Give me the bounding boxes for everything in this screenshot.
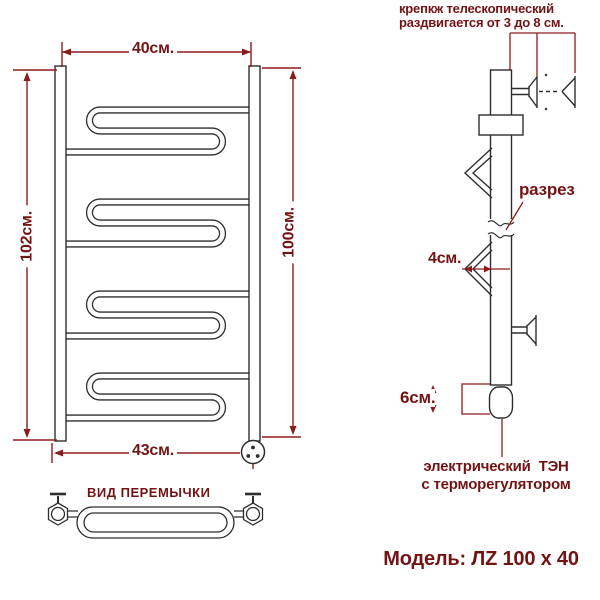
right-valve-fitting xyxy=(234,492,264,526)
pipe-break xyxy=(487,219,515,239)
heater-note-line1: электрический ТЭН xyxy=(423,458,569,475)
wall-bracket-lower xyxy=(511,315,537,346)
coil-unit xyxy=(66,372,249,422)
model-label: Модель: ЛZ 100 х 40 xyxy=(383,548,579,570)
crossbar-depth-label: 4см. xyxy=(428,250,462,268)
front-view-drawing xyxy=(54,65,266,465)
crossbar-profile-upper xyxy=(463,147,493,199)
mount-note-line2: раздвигается от 3 до 8 см. xyxy=(399,15,564,30)
heater-height-label: 6см. xyxy=(400,388,436,407)
crossbar-loop-outer xyxy=(76,506,235,539)
crossbar-view-title: ВИД ПЕРЕМЫЧКИ xyxy=(87,485,211,500)
coil-unit xyxy=(66,198,249,248)
section-leader xyxy=(505,201,524,231)
dimension-label-right-height: 100см. xyxy=(281,201,299,264)
dimension-label-left-height: 102см. xyxy=(19,205,37,268)
mount-note-line1: крепкж телескопический xyxy=(399,1,554,16)
side-view-drawing xyxy=(463,69,576,419)
coil-unit xyxy=(66,106,249,156)
mount-note-leaders xyxy=(509,32,576,76)
section-label: разрез xyxy=(519,180,575,199)
dimension-label-top-width: 40см. xyxy=(129,40,177,58)
crossbar-loop-inner xyxy=(83,512,228,533)
right-rail xyxy=(248,65,261,442)
power-socket-icon xyxy=(240,439,266,465)
mount-collar xyxy=(478,114,524,136)
serpentine-coil xyxy=(66,106,249,422)
coil-unit xyxy=(66,290,249,340)
dimension-label-bottom-width: 43см. xyxy=(129,442,177,460)
dimension-heater-height xyxy=(429,383,490,415)
crossbar-view-drawing xyxy=(47,492,264,539)
dimension-left-height xyxy=(13,69,57,441)
heater-capsule xyxy=(488,386,514,419)
telescopic-mount xyxy=(511,73,576,111)
heater-note-line2: с терморегулятором xyxy=(421,476,571,493)
left-rail xyxy=(54,65,67,442)
dimension-crossbar-depth xyxy=(462,265,510,273)
left-valve-fitting xyxy=(47,492,78,526)
